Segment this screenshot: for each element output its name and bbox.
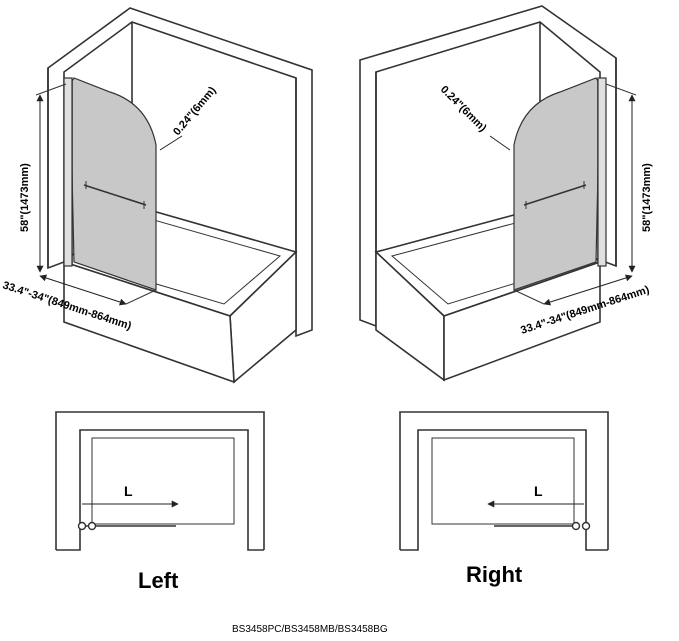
left-thickness-label: 0.24"(6mm): [171, 84, 219, 138]
left-height-label: 58"(1473mm): [19, 163, 31, 232]
left-wall-profile: [63, 77, 73, 267]
right-height-label: 58"(1473mm): [641, 163, 653, 232]
right-thickness-label: 0.24"(6mm): [438, 84, 489, 135]
right-caption: Right: [466, 562, 523, 587]
left-plan-view: L: [55, 411, 265, 551]
left-plan-hinge-icon: [77, 521, 87, 531]
left-plan-direction: L: [124, 483, 133, 499]
model-numbers: BS3458PC/BS3458MB/BS3458BG: [232, 624, 388, 635]
right-wall-profile: [597, 77, 607, 267]
right-plan-hinge-icon: [571, 521, 581, 531]
right-iso-view: 58"(1473mm) 33.4"-34"(849mm-864mm) 0.24"…: [359, 5, 653, 382]
right-glass-panel: [513, 77, 607, 291]
left-towel-bar: [83, 184, 147, 206]
left-glass-panel: [63, 77, 157, 291]
left-caption: Left: [138, 568, 179, 593]
left-dimensions: [35, 83, 183, 306]
right-plan-view: L: [399, 411, 609, 551]
right-towel-bar: [523, 184, 587, 206]
right-plan-direction: L: [534, 483, 543, 499]
right-dimensions: [489, 83, 637, 306]
left-iso-view: 58"(1473mm) 33.4"-34"(849mm-864mm) 0.24"…: [1, 7, 313, 384]
